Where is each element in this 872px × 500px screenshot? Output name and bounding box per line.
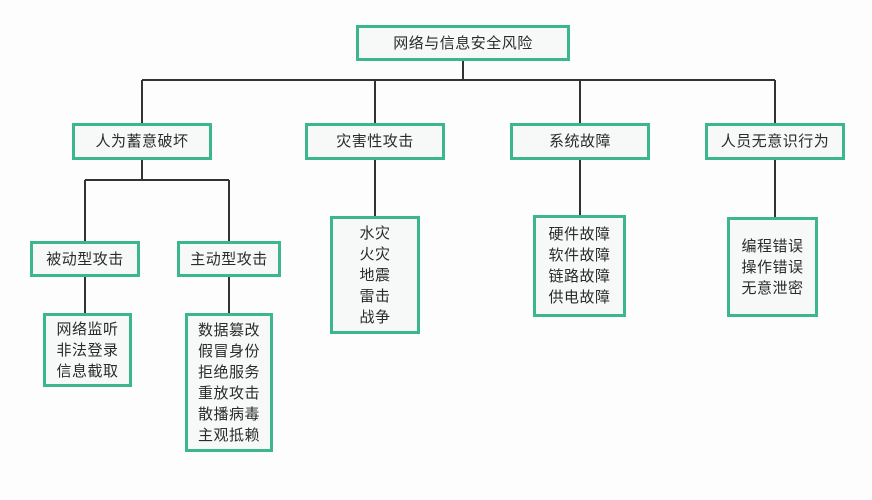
list-item: 火灾 [359,244,391,263]
list-item: 软件故障 [548,246,611,264]
node-root-label: 网络与信息安全风险 [393,33,533,52]
list-item: 水灾 [359,223,391,242]
list-item: 重放攻击 [197,383,260,402]
leaf-system-fault-items[interactable]: 硬件故障软件故障链路故障供电故障 [533,215,626,317]
list-item: 操作错误 [741,257,804,276]
list-item: 数据篡改 [197,320,260,339]
list-item: 无意泄密 [741,278,804,297]
node-human-sabotage[interactable]: 人为蓄意破坏 [72,123,212,160]
list-item: 网络监听 [56,319,119,338]
node-active-attack[interactable]: 主动型攻击 [177,241,281,277]
node-passive-attack-label: 被动型攻击 [46,249,124,268]
list-item: 假冒身份 [197,341,260,360]
list-item: 散播病毒 [197,404,260,423]
node-human-unintentional-label: 人员无意识行为 [720,132,830,150]
node-system-fault[interactable]: 系统故障 [510,123,650,160]
list-item: 雷击 [359,286,391,305]
list-item: 主观抵赖 [197,425,260,444]
list-item: 地震 [359,265,391,284]
leaf-passive-attack-items[interactable]: 网络监听非法登录信息截取 [43,313,132,387]
node-disaster-attack-label: 灾害性攻击 [336,132,414,150]
node-disaster-attack[interactable]: 灾害性攻击 [305,123,445,160]
list-item: 非法登录 [56,340,119,359]
node-system-fault-label: 系统故障 [548,132,611,150]
node-active-attack-label: 主动型攻击 [190,249,268,268]
list-item: 拒绝服务 [197,362,260,381]
list-item: 编程错误 [741,236,804,255]
node-human-sabotage-label: 人为蓄意破坏 [95,132,189,150]
node-passive-attack[interactable]: 被动型攻击 [30,241,140,277]
list-item: 供电故障 [548,288,611,306]
leaf-active-attack-items[interactable]: 数据篡改假冒身份拒绝服务重放攻击散播病毒主观抵赖 [185,313,273,452]
list-item: 硬件故障 [548,225,611,243]
list-item: 信息截取 [56,361,119,380]
list-item: 战争 [359,307,391,326]
list-item: 链路故障 [548,267,611,285]
leaf-disaster-attack-items[interactable]: 水灾火灾地震雷击战争 [330,216,420,334]
node-human-unintentional[interactable]: 人员无意识行为 [705,123,845,160]
node-root[interactable]: 网络与信息安全风险 [356,25,570,61]
leaf-human-unintentional-items[interactable]: 编程错误操作错误无意泄密 [727,217,818,317]
